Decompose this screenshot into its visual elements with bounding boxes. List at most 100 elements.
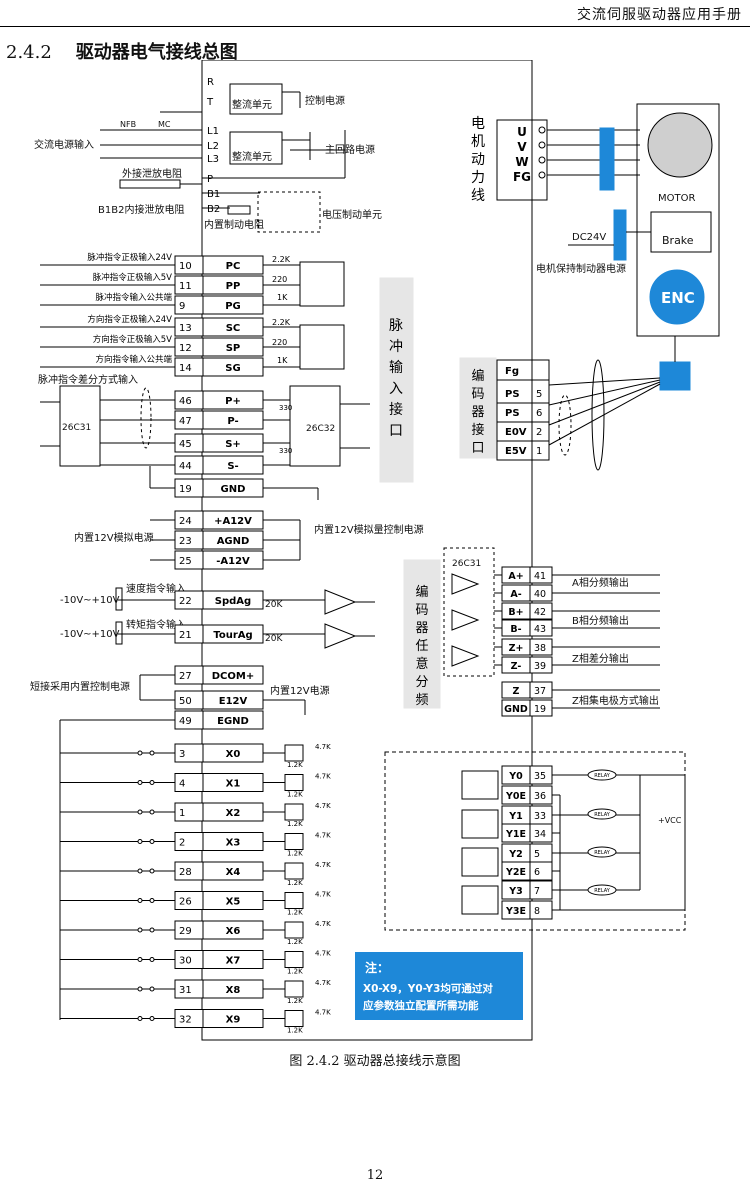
encoder-out-num-box (529, 584, 553, 602)
motor-phase-terminal (538, 126, 546, 134)
dio-input-x9-pin: X9 (226, 1015, 241, 1026)
encoder-out-driver (451, 609, 480, 631)
dio-input-x5-num: 26 (179, 897, 192, 908)
pulse-row-label: 方向指令正极输入5V (93, 334, 172, 345)
power-terminal-b2: B2 (207, 204, 220, 215)
relay-label: RELAY (594, 812, 611, 818)
encoder-out-num-box (529, 602, 553, 620)
torque-r20k-label: 20K (265, 634, 283, 644)
output-pin-y3: Y3 (508, 886, 523, 897)
b-out-label: B相分频输出 (572, 614, 629, 627)
dio-dcom-pin-box (202, 665, 264, 685)
motor-phase-terminal (538, 156, 546, 164)
encoder-out-pin: GND (504, 704, 528, 715)
power-terminal-l2: L2 (207, 141, 219, 152)
encoder-iface-char: 编 (471, 369, 484, 384)
encoder-out-num: 43 (534, 624, 546, 635)
internal-brake-res-label: 内置制动电阻 (204, 218, 264, 231)
motor-cable-char: 线 (471, 188, 485, 204)
diff-row-s+-num: 45 (179, 439, 192, 450)
encoder-out-num: 41 (534, 571, 546, 582)
input-switch-contact (149, 809, 155, 815)
analog-speed-num: 22 (179, 596, 192, 607)
output-num-box (529, 880, 553, 900)
output-pin-y2: Y2 (508, 849, 523, 860)
analog-row-pa12v-pin-box (202, 510, 264, 530)
input-optocoupler (284, 980, 304, 998)
analog-row-agnd-num: 23 (179, 536, 192, 547)
output-optocoupler (461, 770, 499, 800)
diff-row-s+-pin: S+ (225, 439, 241, 450)
pulse-row-label: 脉冲指令正极输入24V (87, 252, 172, 263)
pulse-row-sg-pin: SG (225, 363, 240, 374)
pulse-row-sp-pin: SP (226, 343, 241, 354)
diff-row-gnd-pin: GND (221, 484, 246, 495)
encoder-out-num-box (529, 656, 553, 674)
dio-input-x4-pin: X4 (226, 867, 241, 878)
output-num-box (529, 765, 553, 785)
motor-phase-w: W (515, 155, 528, 169)
dio-input-x1-num: 4 (179, 779, 185, 790)
z-out-label: Z相差分输出 (572, 652, 629, 665)
input-r47k-label: 4.7K (315, 891, 331, 899)
relay-coil (587, 769, 617, 781)
analog-torque-num: 21 (179, 630, 192, 641)
manual-title: 交流伺服驱动器应用手册 (577, 7, 742, 23)
pulse-row-sc-pin: SC (226, 323, 241, 334)
input-switch-contact (137, 868, 143, 874)
builtin-12v-label: 内置12V模拟电源 (74, 531, 154, 544)
input-optocoupler (284, 803, 304, 821)
pulse-row-label: 方向指令正极输入24V (87, 314, 172, 325)
relay-label: RELAY (594, 888, 611, 894)
ac-input-label: 交流电源输入 (34, 138, 94, 151)
pulse-row-pg-pin: PG (225, 301, 241, 312)
pulse-row-sc-num: 13 (179, 323, 192, 334)
input-switch-contact (149, 986, 155, 992)
analog-row-na12v-pin: -A12V (216, 556, 250, 567)
ext-resistor-label: 外接泄放电阻 (122, 167, 182, 180)
dio-input-x3-pin: X3 (226, 838, 241, 849)
chip-26c32: 26C32 (306, 424, 335, 434)
builtin-12v-dio-label: 内置12V电源 (270, 684, 330, 697)
encoder-num: 1 (536, 446, 542, 457)
relay-coil (587, 846, 617, 858)
input-r12k-label: 1.2K (287, 909, 303, 917)
page-number: 12 (366, 1168, 384, 1183)
output-num: 5 (534, 849, 540, 860)
torque-in-label: 转矩指令输入 (126, 618, 186, 631)
encoder-out-num: 40 (534, 589, 546, 600)
motor-phase-v: V (517, 140, 527, 154)
analog-row-na12v-pin-box (202, 550, 264, 570)
encoder-pin-ps: PS (505, 389, 520, 400)
encoder-num: 5 (536, 389, 542, 400)
encoder-out-iface-char: 码 (415, 603, 428, 618)
dio-e12v-pin: E12V (219, 696, 248, 707)
encoder-out-iface-char: 分 (415, 675, 428, 690)
dio-input-x0-pin: X0 (226, 749, 241, 760)
encoder-out-num-box (529, 681, 553, 699)
input-r47k-label: 4.7K (315, 950, 331, 958)
input-switch-contact (149, 957, 155, 962)
dio-input-x9-num: 32 (179, 1015, 192, 1026)
motor-phase-fg: FG (513, 170, 531, 184)
pulse-row-label: 脉冲指令正极输入5V (93, 272, 172, 283)
output-num: 8 (534, 906, 540, 917)
encoder-out-driver (451, 645, 480, 667)
dio-input-x2-pin: X2 (226, 808, 241, 819)
diff-row-p+-num: 46 (179, 396, 192, 407)
input-switch-contact (149, 1016, 155, 1021)
encoder-out-iface-char: 频 (415, 693, 428, 708)
encoder-out-pin: Z+ (509, 643, 524, 654)
pulse-iface-char: 脉 (389, 318, 403, 334)
encoder-out-pin: Z- (511, 661, 522, 672)
motor-cable-char: 动 (471, 152, 485, 168)
input-r47k-label: 4.7K (315, 773, 331, 781)
encoder-out-num: 38 (534, 643, 546, 654)
dio-egnd-pin: EGND (217, 716, 249, 727)
encoder-out-iface-char: 任 (415, 639, 428, 654)
input-optocoupler (284, 1010, 304, 1027)
dio-e12v-num: 50 (179, 696, 192, 707)
output-num: 33 (534, 811, 546, 822)
dio-input-x4-num: 28 (179, 867, 192, 878)
encoder-out-pin: B- (510, 624, 521, 635)
